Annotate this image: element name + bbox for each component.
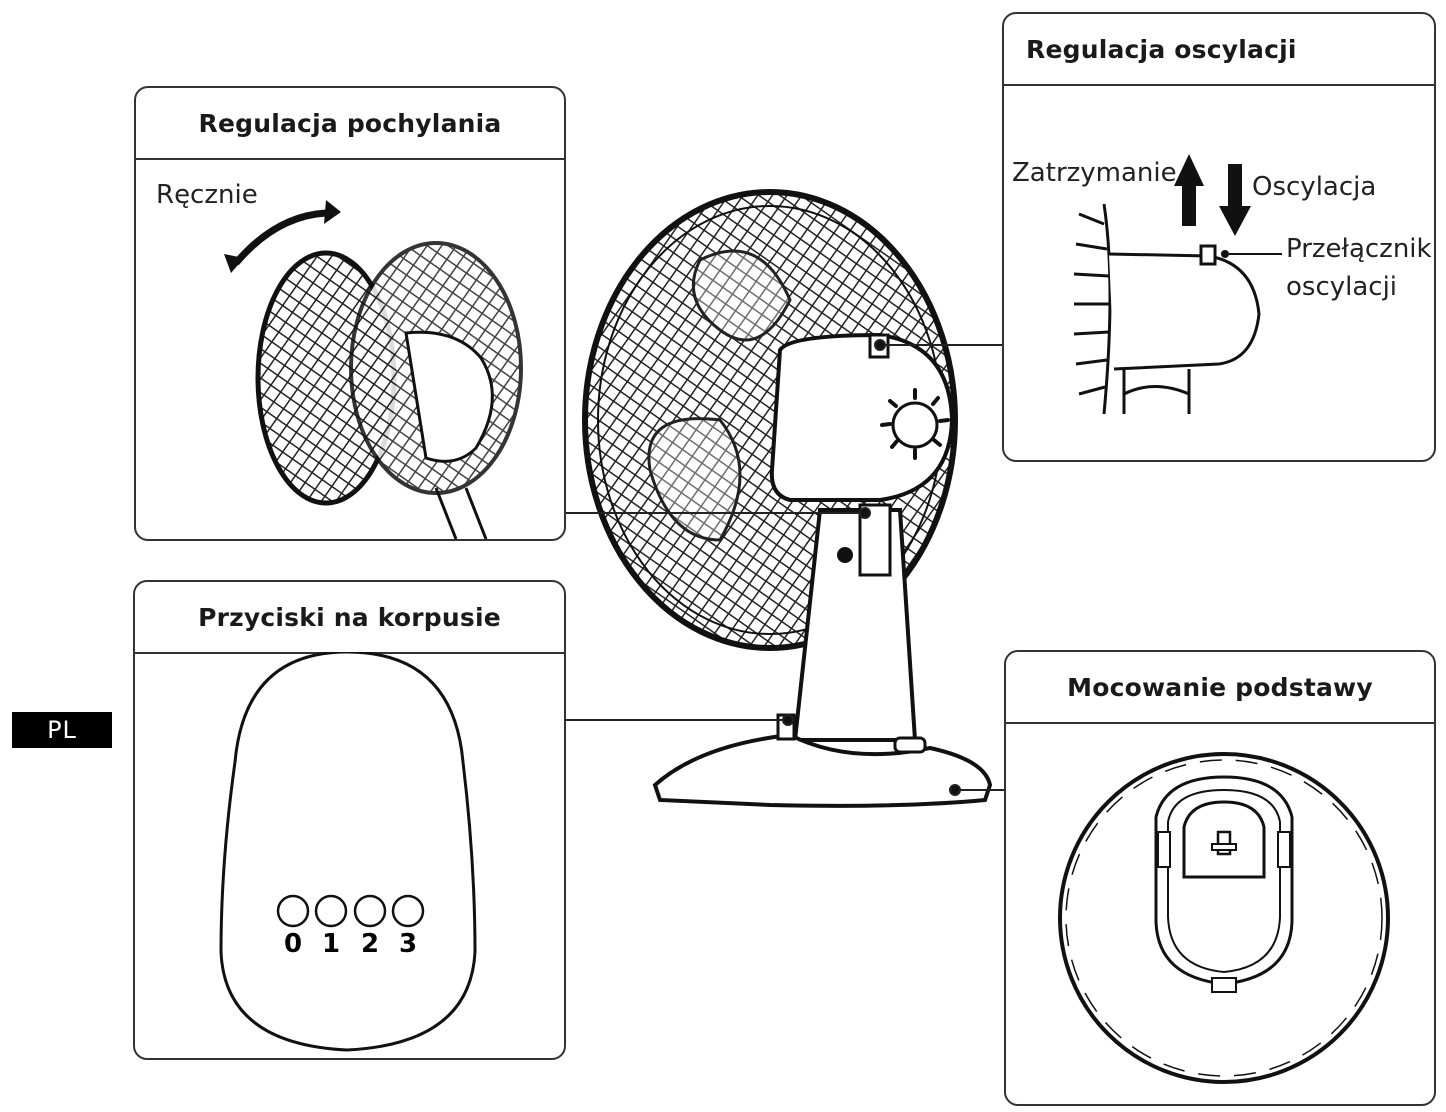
curved-double-arrow-icon (224, 200, 341, 273)
panel-oscillation: Regulacja oscylacji Zatrzymanie Oscylacj… (1002, 12, 1436, 462)
panel-title: Regulacja oscylacji (1004, 14, 1434, 86)
button-0[interactable] (276, 894, 310, 928)
oscillation-illustration (1073, 154, 1282, 415)
switch-label-line1: Przełącznik (1286, 234, 1432, 264)
stop-label: Zatrzymanie (1012, 158, 1177, 188)
panel-title: Przyciski na korpusie (135, 582, 564, 654)
motor-housing (769, 332, 955, 502)
panel-base-mount: Mocowanie podstawy (1004, 650, 1436, 1106)
base-illustration (1058, 752, 1390, 1084)
manual-label: Ręcznie (156, 180, 258, 210)
fan-stand (652, 503, 993, 808)
switch-label-line2: oscylacji (1286, 272, 1398, 302)
button-label-3: 3 (399, 929, 417, 959)
control-panel-illustration: 0 1 2 3 (219, 652, 477, 1052)
panel-title: Mocowanie podstawy (1006, 652, 1434, 724)
tilt-illustration (224, 200, 523, 539)
button-3[interactable] (391, 894, 425, 928)
arrow-down-icon (1219, 164, 1251, 236)
panel-title: Regulacja pochylania (136, 88, 564, 160)
language-tag: PL (12, 712, 112, 748)
arrow-up-icon (1174, 154, 1204, 226)
button-label-1: 1 (322, 929, 340, 959)
button-label-2: 2 (361, 929, 379, 959)
button-1[interactable] (314, 894, 348, 928)
button-label-0: 0 (284, 929, 302, 959)
panel-tilt: Regulacja pochylania Ręcznie (134, 86, 566, 541)
oscillate-label: Oscylacja (1252, 172, 1377, 202)
button-2[interactable] (353, 894, 387, 928)
panel-body-buttons: Przyciski na korpusie 0 1 2 3 (133, 580, 566, 1060)
